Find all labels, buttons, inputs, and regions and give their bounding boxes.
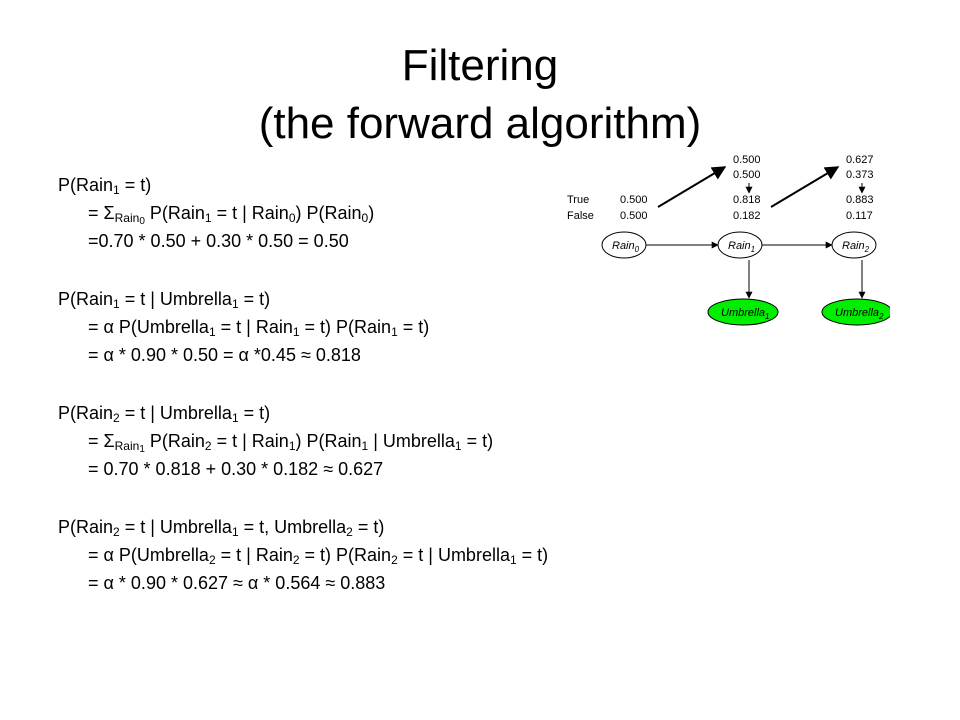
prob-col2-post-true: 0.883 — [846, 194, 874, 206]
prob-col0-true: 0.500 — [620, 194, 648, 206]
eq1-line3: =0.70 * 0.50 + 0.30 * 0.50 = 0.50 — [88, 231, 349, 251]
node-umbrella1: Umbrella1 — [707, 298, 779, 326]
prob-col2-pred-false: 0.373 — [846, 169, 874, 181]
node-rain0: Rain0 — [601, 231, 647, 259]
eq2-line1: P(Rain1 = t | Umbrella1 = t) — [58, 289, 271, 311]
slide-title-line1: Filtering — [401, 41, 559, 90]
propagate-arrow-1 — [657, 166, 727, 208]
eq1-line1: P(Rain1 = t) — [58, 175, 152, 197]
svg-text:Rain1: Rain1 — [728, 240, 755, 254]
eq1-line2: = ΣRain0 P(Rain1 = t | Rain0) P(Rain0) — [88, 203, 375, 227]
eq3-line2: = ΣRain1 P(Rain2 = t | Rain1) P(Rain1 | … — [88, 431, 494, 455]
prob-col1-pred-false: 0.500 — [733, 169, 761, 181]
eq4-line2: = α P(Umbrella2 = t | Rain2 = t) P(Rain2… — [88, 545, 549, 567]
svg-text:Umbrella1: Umbrella1 — [721, 307, 769, 321]
node-rain2: Rain2 — [831, 231, 877, 259]
eq4-line3: = α * 0.90 * 0.627 ≈ α * 0.564 ≈ 0.883 — [88, 573, 386, 593]
eq4-line1: P(Rain2 = t | Umbrella1 = t, Umbrella2 =… — [58, 517, 385, 539]
prob-col1-post-false: 0.182 — [733, 210, 761, 222]
prob-col1-pred-true: 0.500 — [733, 154, 761, 166]
row-label-true: True — [567, 194, 589, 206]
svg-text:Rain0: Rain0 — [612, 240, 640, 254]
eq3-line1: P(Rain2 = t | Umbrella1 = t) — [58, 403, 271, 425]
prob-col1-post-true: 0.818 — [733, 194, 761, 206]
propagate-arrow-2 — [770, 166, 840, 208]
derivation-body: P(Rain1 = t) = ΣRain0 P(Rain1 = t | Rain… — [58, 171, 938, 597]
prob-col2-post-false: 0.117 — [846, 210, 873, 222]
node-umbrella2: Umbrella2 — [821, 298, 890, 326]
eq2-line3: = α * 0.90 * 0.50 = α *0.45 ≈ 0.818 — [88, 345, 361, 365]
prob-col0-false: 0.500 — [620, 210, 648, 222]
slide-title-line2: (the forward algorithm) — [258, 99, 702, 148]
node-rain1: Rain1 — [717, 231, 763, 259]
row-label-false: False — [567, 210, 594, 222]
hmm-diagram: True False 0.500 0.500 0.500 0.500 0.818… — [567, 154, 890, 326]
svg-text:Umbrella2: Umbrella2 — [835, 307, 884, 321]
svg-text:Rain2: Rain2 — [842, 240, 870, 254]
eq2-line2: = α P(Umbrella1 = t | Rain1 = t) P(Rain1… — [88, 317, 430, 339]
prob-col2-pred-true: 0.627 — [846, 154, 874, 166]
eq3-line3: = 0.70 * 0.818 + 0.30 * 0.182 ≈ 0.627 — [88, 459, 384, 479]
